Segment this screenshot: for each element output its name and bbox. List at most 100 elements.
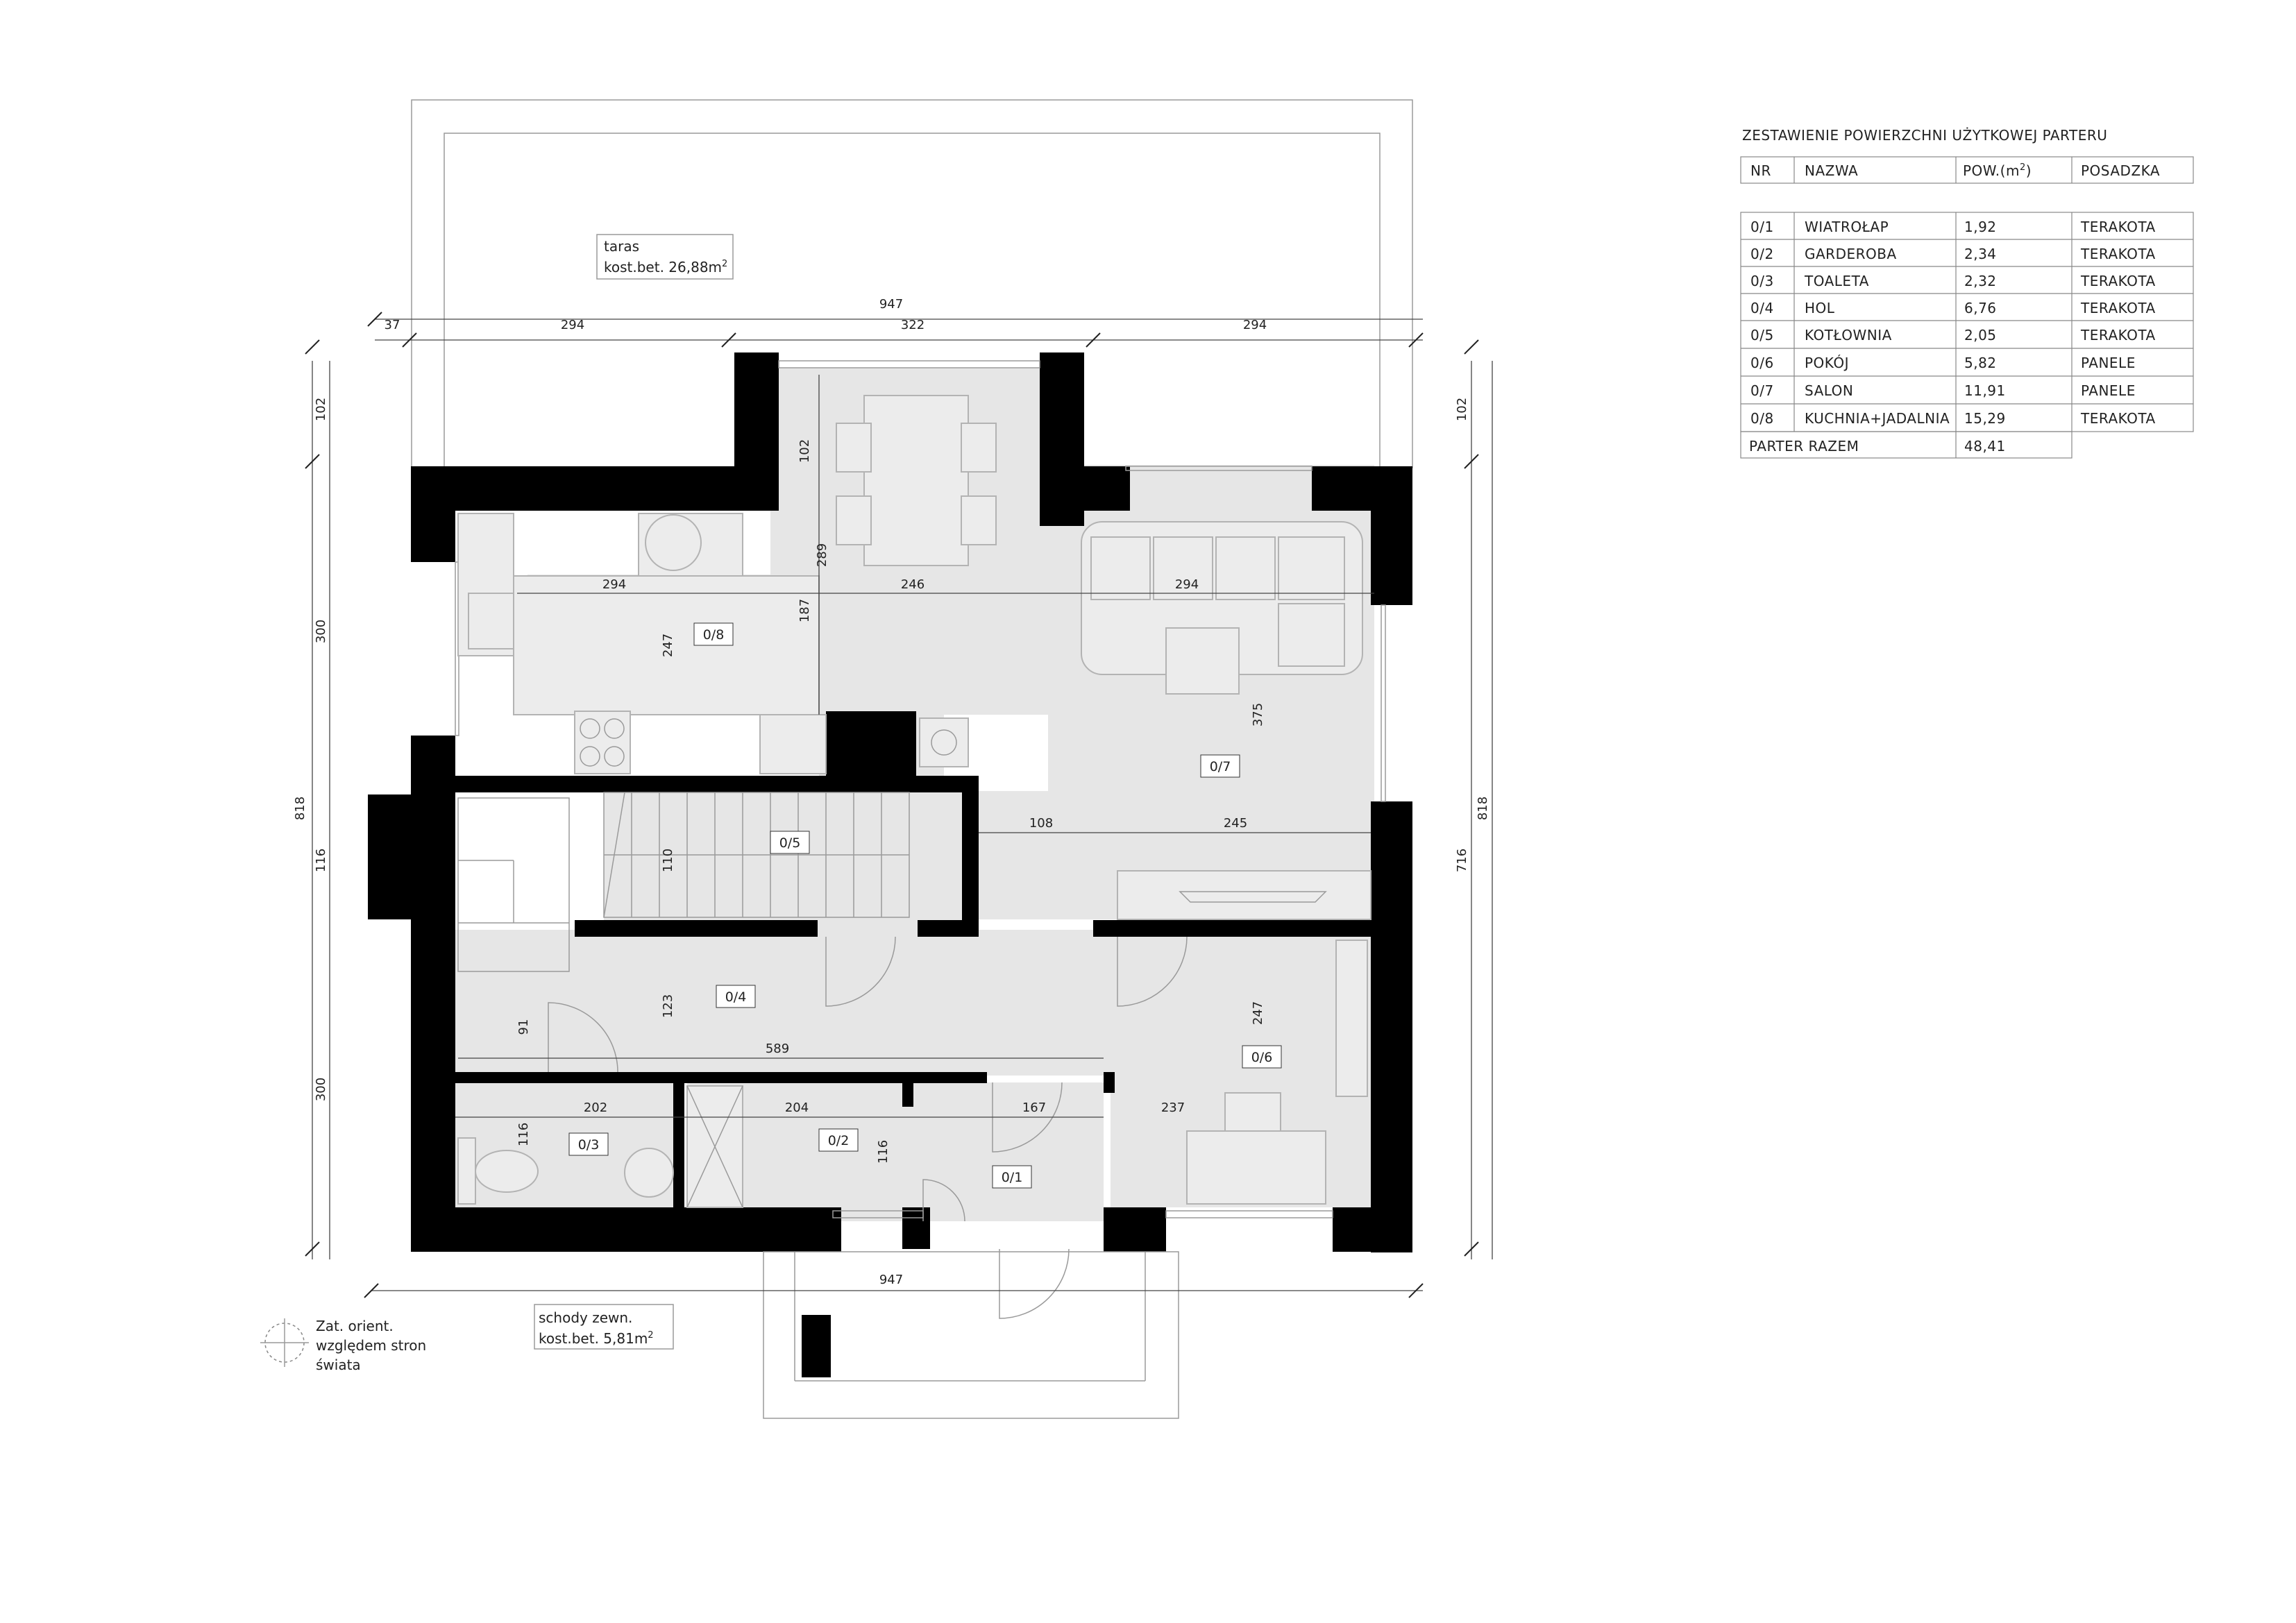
dim-hall-589: 589 xyxy=(766,1042,789,1056)
schedule-total-label: PARTER RAZEM xyxy=(1749,438,1859,454)
orientation-line2: względem stron xyxy=(316,1337,426,1354)
sofa xyxy=(1081,521,1363,675)
schedule-cell-name: WIATROŁAP xyxy=(1805,219,1889,235)
toilet xyxy=(457,1137,539,1205)
dining-table xyxy=(836,395,997,566)
washbasin xyxy=(624,1148,674,1198)
dim-wia-167: 167 xyxy=(1022,1101,1046,1115)
stairs-ext-line2: kost.bet. 5,81m2 xyxy=(539,1330,654,1347)
terrace-line2: kost.bet. 26,88m2 xyxy=(604,259,727,275)
schedule-header-nr: NR xyxy=(1750,162,1771,179)
dim-boiler-110: 110 xyxy=(661,849,675,872)
desk xyxy=(1186,1092,1326,1205)
walls xyxy=(368,352,1412,1377)
room-label-05: 0/5 xyxy=(779,835,801,851)
schedule-total-value: 48,41 xyxy=(1964,438,2006,454)
dimension-lines xyxy=(312,318,1493,1291)
dim-hall-91: 91 xyxy=(516,1019,531,1035)
schedule-cell-area: 11,91 xyxy=(1964,382,2006,399)
dim-gar-116: 116 xyxy=(876,1140,890,1164)
schedule-cell-name: TOALETA xyxy=(1804,273,1869,289)
schedule-cell-nr: 0/2 xyxy=(1750,246,1774,262)
schedule-cell-nr: 0/7 xyxy=(1750,382,1774,399)
dim-top-d: 294 xyxy=(1243,318,1267,332)
dim-wc-116: 116 xyxy=(516,1123,531,1146)
dim-left-a: 102 xyxy=(314,398,328,421)
schedule-cell-name: GARDEROBA xyxy=(1805,246,1897,262)
room-label-07: 0/7 xyxy=(1210,759,1231,774)
doors xyxy=(548,936,1188,1319)
dim-h-294a: 294 xyxy=(602,577,626,592)
room-label-02: 0/2 xyxy=(828,1133,850,1148)
schedule-cell-area: 2,32 xyxy=(1964,273,1997,289)
boiler xyxy=(919,717,969,767)
schedule-cell-name: HOL xyxy=(1805,300,1835,316)
stairs-ext-line1: schody zewn. xyxy=(539,1309,632,1326)
dim-top-c: 322 xyxy=(901,318,925,332)
dim-left-c: 116 xyxy=(314,849,328,872)
schedule-cell-area: 6,76 xyxy=(1964,300,1997,316)
stairs-landing xyxy=(457,797,570,972)
schedule-cell-floor: TERAKOTA xyxy=(2080,300,2156,316)
room-label-01: 0/1 xyxy=(1002,1170,1023,1185)
schedule-cell-floor: PANELE xyxy=(2081,355,2136,371)
orientation-line1: Zat. orient. xyxy=(316,1318,394,1334)
dim-right-total: 818 xyxy=(1476,797,1490,820)
schedule-cell-nr: 0/3 xyxy=(1750,273,1774,289)
schedule-header-area: POW.(m2) xyxy=(1963,162,2032,179)
orientation-line3: świata xyxy=(316,1357,361,1373)
dim-right-b: 716 xyxy=(1455,849,1469,872)
dim-top-total: 947 xyxy=(879,297,903,312)
terrace-label: taras kost.bet. 26,88m2 xyxy=(596,234,734,280)
dim-salon-375: 375 xyxy=(1251,703,1265,726)
dim-hall-123: 123 xyxy=(661,994,675,1018)
dim-gar-204: 204 xyxy=(785,1101,809,1115)
schedule-header-name: NAZWA xyxy=(1805,162,1858,179)
dim-top-b: 294 xyxy=(561,318,584,332)
schedule-cell-area: 1,92 xyxy=(1964,219,1997,235)
closet xyxy=(686,1085,743,1208)
room-label-04: 0/4 xyxy=(725,989,747,1005)
schedule-cell-area: 2,34 xyxy=(1964,246,1997,262)
schedule-cell-nr: 0/1 xyxy=(1750,219,1774,235)
dim-bottom-total: 947 xyxy=(879,1273,903,1287)
dim-top-a: 37 xyxy=(385,318,400,332)
schedule-grid xyxy=(1740,156,2194,459)
schedule-cell-nr: 0/4 xyxy=(1750,300,1774,316)
dim-kitchen-247: 247 xyxy=(661,634,675,657)
dim-h-294b: 294 xyxy=(1175,577,1199,592)
schedule-title: ZESTAWIENIE POWIERZCHNI UŻYTKOWEJ PARTER… xyxy=(1742,127,2107,144)
dimension-texts: 947 37 294 322 294 947 102 300 116 300 8… xyxy=(293,297,1490,1287)
schedule-cell-nr: 0/8 xyxy=(1750,410,1774,427)
dim-h-246: 246 xyxy=(901,577,925,592)
schedule-cell-floor: TERAKOTA xyxy=(2080,246,2156,262)
dim-left-d: 300 xyxy=(314,1078,328,1101)
schedule-cell-floor: TERAKOTA xyxy=(2080,219,2156,235)
dim-kitchen-102: 102 xyxy=(797,439,812,463)
schedule-cell-name: KUCHNIA+JADALNIA xyxy=(1805,410,1950,427)
schedule-cell-name: POKÓJ xyxy=(1805,355,1849,371)
dim-h-245: 245 xyxy=(1224,816,1247,831)
dim-right-a: 102 xyxy=(1455,398,1469,421)
dimension-ticks xyxy=(305,312,1479,1298)
schedule-cell-area: 5,82 xyxy=(1964,355,1997,371)
schedule-cell-floor: TERAKOTA xyxy=(2080,410,2156,427)
terrace-line1: taras xyxy=(604,238,639,255)
schedule-cell-floor: TERAKOTA xyxy=(2080,327,2156,343)
schedule-cell-nr: 0/5 xyxy=(1750,327,1774,343)
stairs-ext-label: schody zewn. kost.bet. 5,81m2 xyxy=(534,1304,674,1350)
schedule-cell-name: KOTŁOWNIA xyxy=(1805,327,1892,343)
dim-kitchen-289: 289 xyxy=(815,543,829,567)
dim-kitchen-187: 187 xyxy=(797,599,812,622)
room-labels: 0/8 0/5 0/7 0/4 0/6 0/3 0/2 0/1 xyxy=(568,622,1282,1189)
orientation-label: Zat. orient. względem stron świata xyxy=(316,1318,426,1373)
schedule-cell-floor: PANELE xyxy=(2081,382,2136,399)
schedule-cell-floor: TERAKOTA xyxy=(2080,273,2156,289)
schedule-cell-area: 15,29 xyxy=(1964,410,2006,427)
kitchen-units xyxy=(457,513,827,774)
room-label-03: 0/3 xyxy=(578,1137,600,1153)
schedule-cell-nr: 0/6 xyxy=(1750,355,1774,371)
dim-left-b: 300 xyxy=(314,620,328,643)
exterior-stairs xyxy=(763,1251,1179,1419)
